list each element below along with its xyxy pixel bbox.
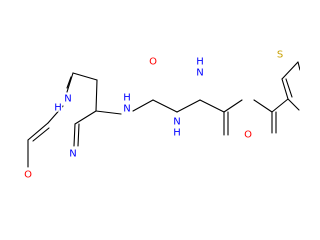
bond: [95, 79, 98, 112]
bond: [77, 123, 80, 147]
bond: [95, 110, 122, 115]
atom-nitrogen: N: [123, 104, 130, 115]
bond: [199, 99, 225, 113]
bond: [66, 72, 74, 93]
atom-hydrogen: H: [196, 57, 204, 68]
atom-oxygen: O: [24, 170, 32, 181]
bond: [281, 78, 289, 100]
bond: [27, 122, 49, 141]
molecule-structure: O H N N N H N H O N H O S: [23, 48, 300, 182]
bond: [74, 110, 97, 125]
atom-oxygen: O: [244, 130, 252, 141]
bond: [176, 99, 201, 113]
bond-layer: [27, 61, 300, 168]
atom-label-layer: O H N N N H N H O N H O S: [23, 48, 285, 182]
bond: [132, 99, 154, 112]
bond: [32, 127, 50, 142]
bond: [73, 123, 76, 147]
atom-nitrogen: N: [64, 94, 71, 105]
bond: [66, 76, 72, 89]
bond: [47, 105, 64, 124]
bond: [285, 78, 293, 98]
bond: [253, 99, 273, 113]
bond: [72, 72, 98, 81]
bond: [152, 99, 178, 113]
bond: [271, 98, 289, 113]
atom-nitrogen: N: [196, 68, 203, 79]
atom-nitrogen: N: [173, 117, 180, 128]
bond: [287, 98, 300, 111]
atom-nitrogen: N: [69, 149, 76, 160]
bond: [281, 61, 299, 80]
bond: [297, 61, 300, 71]
atom-hydrogen: H: [54, 103, 62, 114]
atom-sulfur: S: [277, 50, 283, 61]
bond: [223, 99, 243, 113]
atom-oxygen: O: [149, 57, 157, 68]
atom-hydrogen: H: [123, 93, 131, 104]
atom-hydrogen: H: [173, 128, 181, 139]
